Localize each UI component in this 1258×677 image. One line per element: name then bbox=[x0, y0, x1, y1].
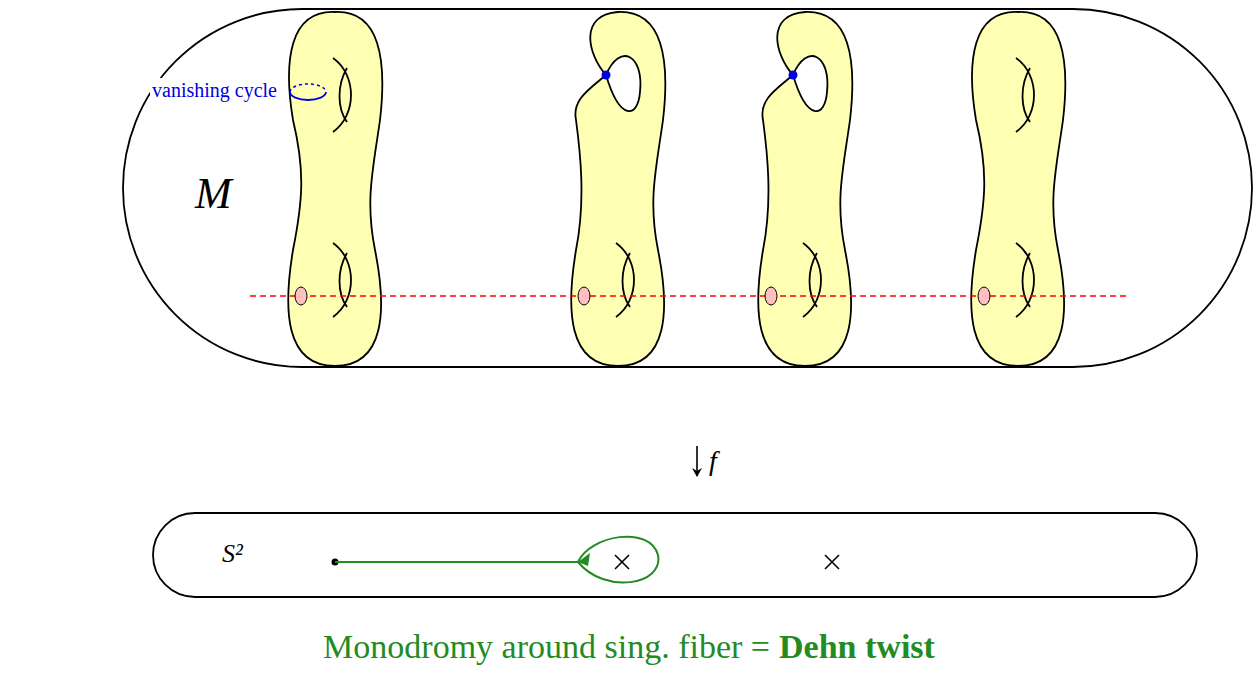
section-point bbox=[578, 287, 590, 305]
fiber-surface bbox=[571, 12, 665, 366]
section-line bbox=[250, 295, 1130, 297]
fiber-handle bbox=[803, 243, 821, 317]
fiber-handle bbox=[623, 253, 631, 307]
stadium-outline bbox=[123, 9, 1252, 367]
fiber-surface bbox=[971, 12, 1065, 366]
total-space: M bbox=[122, 8, 1253, 368]
node-label: S² bbox=[222, 539, 243, 569]
fiber-surface bbox=[758, 12, 852, 366]
fiber-handle bbox=[333, 243, 351, 317]
fiber-handle bbox=[810, 253, 818, 307]
fiber-handle bbox=[616, 243, 634, 317]
section-points bbox=[295, 287, 990, 305]
section-point bbox=[765, 287, 777, 305]
caption-emphasis: Dehn twist bbox=[779, 628, 935, 665]
fiber-handle bbox=[1023, 68, 1031, 122]
fiber-handle bbox=[1016, 243, 1034, 317]
node-outline bbox=[122, 8, 1253, 368]
vanishing-cycle-front bbox=[290, 92, 326, 100]
vanishing-cycle-back bbox=[290, 84, 326, 92]
base-sphere: S² bbox=[152, 512, 1198, 598]
fiber-surface bbox=[288, 12, 382, 366]
node-label: M bbox=[195, 168, 232, 219]
critical-point bbox=[602, 71, 611, 80]
section-point bbox=[295, 287, 307, 305]
fiber-handle bbox=[793, 56, 827, 111]
map-arrow bbox=[696, 446, 698, 476]
monodromy-loop bbox=[335, 537, 658, 583]
map-label: f bbox=[709, 445, 717, 477]
monodromy-arrowhead bbox=[578, 553, 590, 566]
fibers bbox=[288, 12, 1065, 366]
node-outline bbox=[152, 512, 1198, 598]
rounded-outline bbox=[153, 513, 1197, 597]
vanishing-cycle-label: vanishing cycle bbox=[150, 78, 279, 102]
fiber-handle bbox=[1016, 58, 1034, 132]
fiber-handle bbox=[606, 56, 640, 111]
caption-line: Monodromy around sing. fiber =Dehn twist bbox=[0, 628, 1258, 666]
fiber-handle bbox=[1023, 253, 1031, 307]
fiber-handle bbox=[340, 68, 348, 122]
critical-values bbox=[615, 555, 839, 569]
section-point bbox=[978, 287, 990, 305]
fiber-handle bbox=[340, 253, 348, 307]
fiber-handle bbox=[333, 58, 351, 132]
caption-text: Monodromy around sing. fiber = bbox=[323, 628, 770, 665]
critical-point bbox=[789, 71, 798, 80]
